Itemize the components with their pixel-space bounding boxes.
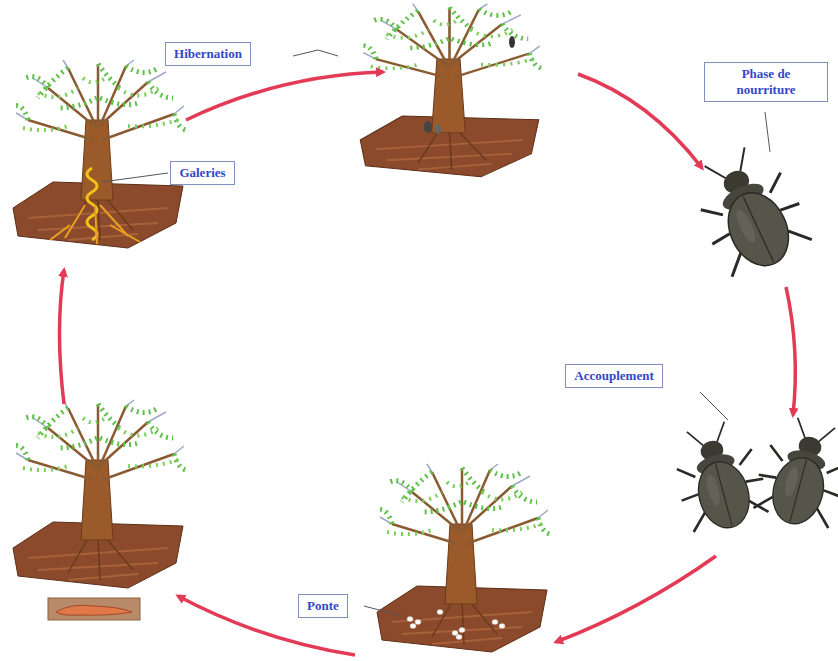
callout-text: Ponte — [307, 598, 339, 614]
callout-box: Hibernation — [165, 42, 251, 66]
callout-text: Phase de nourriture — [713, 66, 819, 98]
callout-box: Phase de nourriture — [704, 62, 828, 102]
callout-box: Ponte — [298, 594, 348, 618]
callout-box: Galeries — [170, 161, 235, 185]
callout-box: Accouplement — [565, 364, 663, 388]
callout-text: Accouplement — [574, 368, 654, 384]
callout-text: Galeries — [179, 165, 226, 181]
callout-text: Hibernation — [174, 46, 242, 62]
